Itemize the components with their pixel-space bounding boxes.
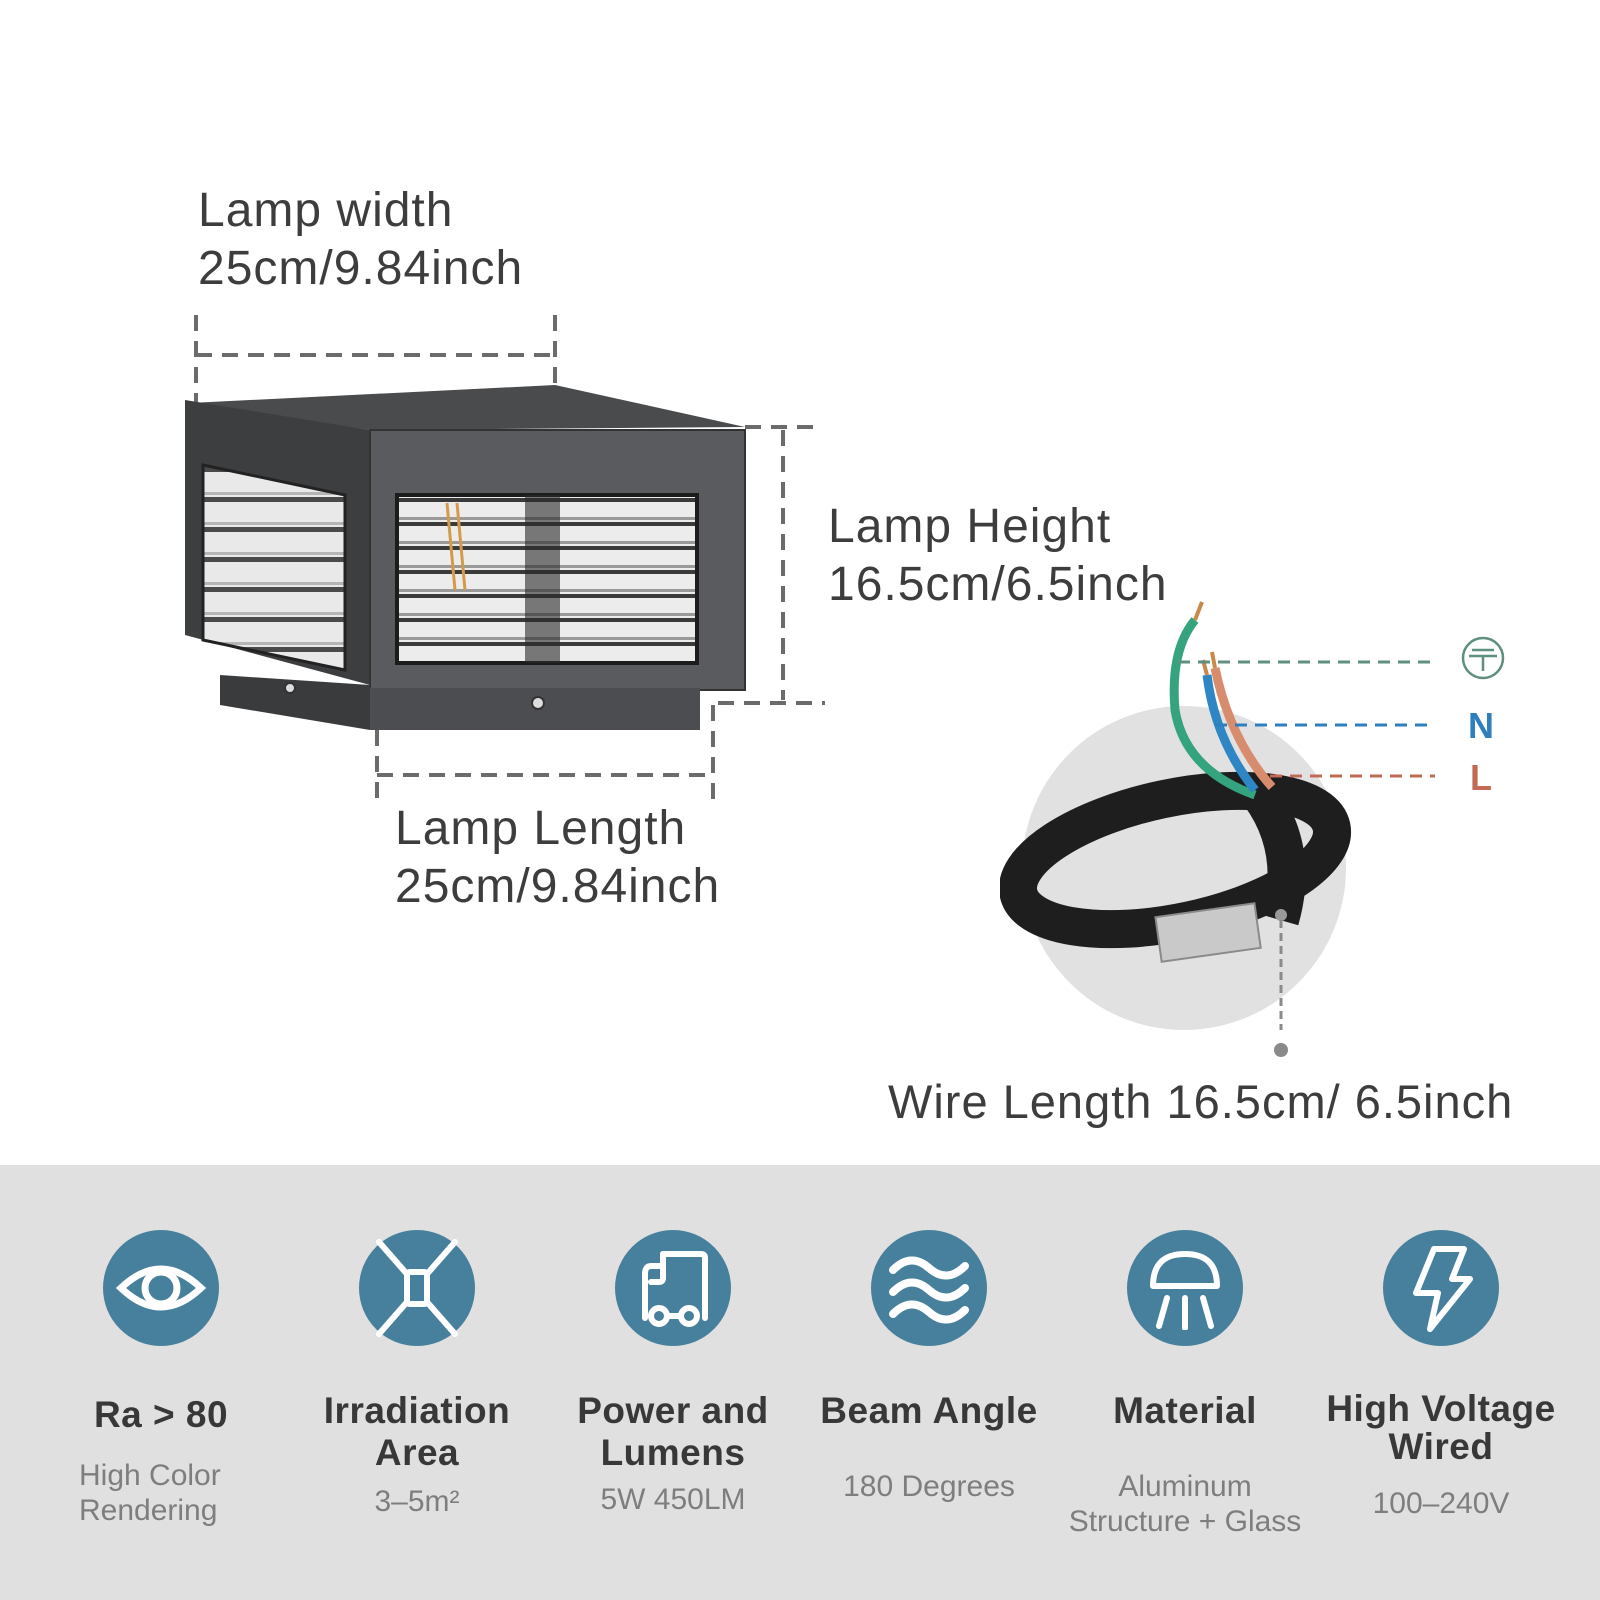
lamp-length-value: 25cm/9.84inch (395, 860, 721, 913)
feature-title: High Voltage Wired (1326, 1388, 1556, 1467)
wire-length-label: Wire Length 16.5cm/ 6.5inch (888, 1075, 1514, 1128)
feature-title: Ra > 80 (93, 1394, 229, 1435)
feature-title: Irradiation Area (323, 1390, 511, 1473)
dimension-lines (194, 315, 825, 805)
feature-color-rendering: Ra > 80 High Color Rendering (36, 1230, 286, 1528)
lamp-product-image (185, 385, 746, 730)
irradiation-area-icon (359, 1230, 475, 1346)
feature-subtitle: 180 Degrees (843, 1470, 1015, 1503)
feature-beam-angle: Beam Angle 180 Degrees (804, 1230, 1054, 1504)
feature-subtitle: 100–240V (1372, 1487, 1510, 1520)
feature-irradiation-area: Irradiation Area 3–5m² (292, 1230, 542, 1519)
feature-subtitle: 3–5m² (374, 1485, 460, 1518)
lamp-width-title: Lamp width (198, 184, 454, 237)
feature-subtitle: High Color Rendering (79, 1459, 221, 1527)
lamp-height-value: 16.5cm/6.5inch (828, 558, 1168, 611)
lamp-width-label: Lamp width 25cm/9.84inch (198, 182, 523, 298)
waves-icon (871, 1230, 987, 1346)
eye-icon (103, 1230, 219, 1346)
lamp-length-label: Lamp Length 25cm/9.84inch (395, 800, 720, 916)
ceiling-lamp-icon (1127, 1230, 1243, 1346)
feature-subtitle: 5W 450LM (600, 1483, 746, 1516)
feature-title: Material (1113, 1390, 1257, 1431)
earth-ground-icon (1461, 636, 1505, 680)
feature-power-lumens: Power and Lumens 5W 450LM (548, 1230, 798, 1517)
wire-product-image (1000, 601, 1435, 1057)
truck-icon (615, 1230, 731, 1346)
features-band (0, 1165, 1600, 1600)
feature-subtitle: Aluminum Structure + Glass (1068, 1470, 1302, 1538)
lamp-height-label: Lamp Height 16.5cm/6.5inch (828, 498, 1168, 614)
lamp-length-title: Lamp Length (395, 802, 687, 855)
feature-title: Power and Lumens (577, 1390, 769, 1473)
feature-material: Material Aluminum Structure + Glass (1060, 1230, 1310, 1539)
lightning-bolt-icon (1383, 1230, 1499, 1346)
neutral-label: N (1468, 705, 1494, 746)
feature-title: Beam Angle (820, 1390, 1038, 1431)
live-label: L (1470, 757, 1492, 798)
feature-high-voltage: High Voltage Wired 100–240V (1316, 1230, 1566, 1521)
lamp-width-value: 25cm/9.84inch (198, 242, 524, 295)
lamp-height-title: Lamp Height (828, 500, 1112, 553)
